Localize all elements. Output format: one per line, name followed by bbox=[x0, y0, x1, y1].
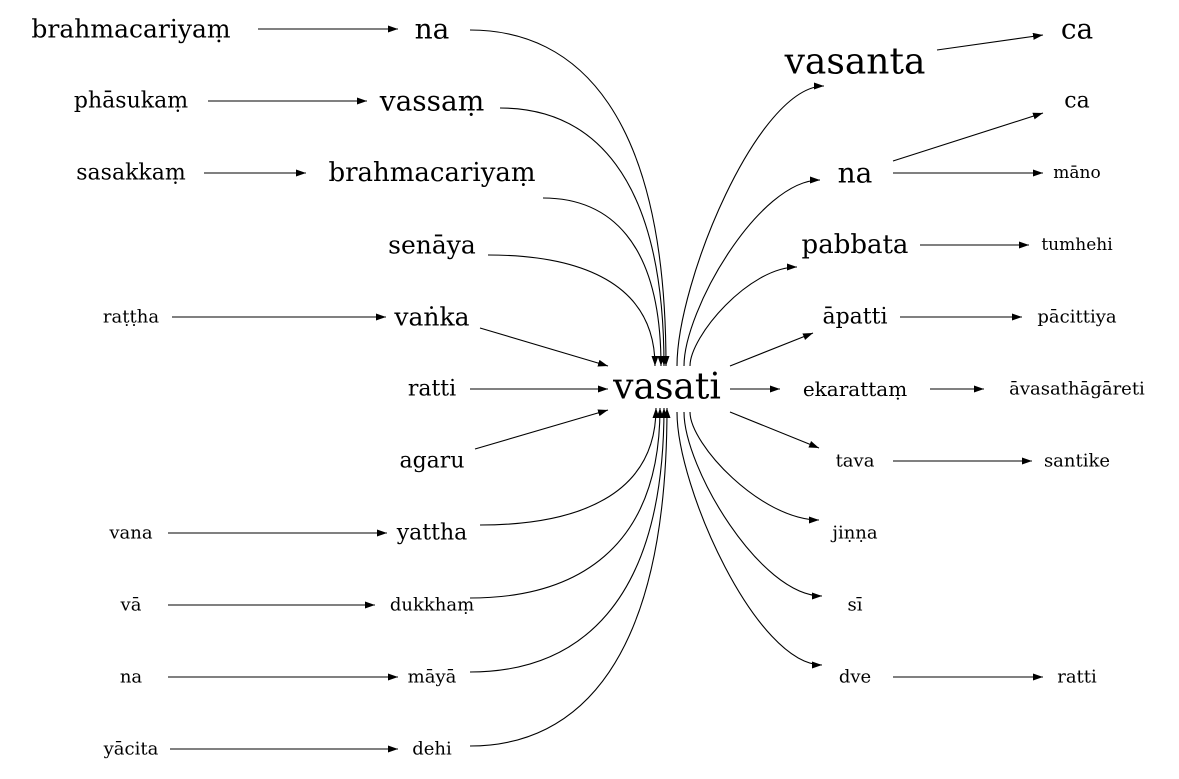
node-label-m4: senāya bbox=[388, 231, 476, 260]
node-label-f3: pācittiya bbox=[1037, 307, 1116, 328]
edge-c-r6-arrow bbox=[689, 411, 820, 524]
edge-c-r5-arrow bbox=[729, 411, 820, 449]
node-label-l1: brahmacariyaṃ bbox=[31, 15, 230, 44]
node-label-m2: vassaṃ bbox=[379, 85, 485, 118]
edge-m7-c-arrow bbox=[474, 409, 609, 450]
node-label-l9: vā bbox=[120, 595, 142, 616]
node-layer: brahmacariyaṃ phāsukaṃ sasakkaṃ raṭṭha vana v… bbox=[31, 13, 1145, 760]
edge-c-r1-arrow bbox=[683, 176, 821, 367]
node-label-r1: na bbox=[838, 157, 873, 190]
edge-m3-c-arrow bbox=[542, 197, 665, 367]
node-label-f1b: māno bbox=[1053, 163, 1100, 183]
center-node-label: vasati bbox=[612, 367, 721, 408]
node-label-m7: agaru bbox=[399, 449, 464, 474]
edge-m1-c-arrow bbox=[469, 29, 670, 367]
node-label-r3: āpatti bbox=[822, 305, 887, 330]
node-label-m3: brahmacariyaṃ bbox=[328, 158, 535, 188]
edge-m11-c-arrow bbox=[469, 407, 671, 747]
node-label-l11: yācita bbox=[103, 739, 159, 760]
node-label-f8: ratti bbox=[1057, 667, 1097, 688]
edge-m2-c-arrow bbox=[499, 107, 668, 367]
node-label-r4: ekarattaṃ bbox=[803, 377, 907, 401]
node-label-l3: sasakkaṃ bbox=[76, 161, 186, 186]
edge-layer bbox=[168, 25, 1044, 753]
node-label-m1: na bbox=[415, 13, 450, 46]
edge-c-r0-arrow bbox=[676, 82, 825, 367]
node-label-m8: yattha bbox=[396, 521, 468, 546]
edge-c-r2-arrow bbox=[689, 263, 798, 367]
edge-r1-f1a-arrow bbox=[892, 112, 1044, 162]
node-label-r7: sī bbox=[848, 595, 863, 616]
edge-m5-c-arrow bbox=[479, 327, 609, 367]
edge-c-r7-arrow bbox=[683, 411, 823, 600]
edge-m9-c-arrow bbox=[469, 407, 664, 599]
node-label-r0: vasanta bbox=[784, 42, 926, 83]
node-label-f0: ca bbox=[1061, 13, 1093, 46]
node-label-l2: phāsukaṃ bbox=[74, 89, 188, 114]
edge-c-r3-arrow bbox=[729, 332, 814, 367]
node-label-f5: santike bbox=[1044, 451, 1110, 472]
node-label-m9: dukkhaṃ bbox=[390, 595, 474, 616]
node-label-l10: na bbox=[120, 667, 143, 688]
node-label-f4: āvasathāgāreti bbox=[1009, 379, 1145, 400]
edge-m4-c-arrow bbox=[487, 254, 659, 367]
node-label-f1a: ca bbox=[1064, 89, 1089, 114]
node-label-l8: vana bbox=[108, 523, 152, 544]
node-label-l5: raṭṭha bbox=[103, 307, 159, 328]
node-label-r2: pabbata bbox=[802, 230, 909, 260]
node-label-m11: dehi bbox=[412, 739, 452, 760]
node-label-m10: māyā bbox=[408, 667, 457, 688]
node-label-f2: tumhehi bbox=[1041, 235, 1113, 255]
edge-m8-c-arrow bbox=[479, 407, 660, 526]
edge-c-r8-arrow bbox=[676, 411, 823, 669]
edge-r0-f0-arrow bbox=[936, 32, 1044, 51]
node-label-m5: vaṅka bbox=[393, 303, 469, 332]
edge-m10-c-arrow bbox=[469, 407, 668, 673]
node-label-r8: dve bbox=[839, 667, 871, 688]
node-label-r6: jiṇṇa bbox=[830, 523, 878, 544]
node-label-r5: tava bbox=[836, 451, 875, 472]
node-label-m6: ratti bbox=[408, 377, 456, 402]
